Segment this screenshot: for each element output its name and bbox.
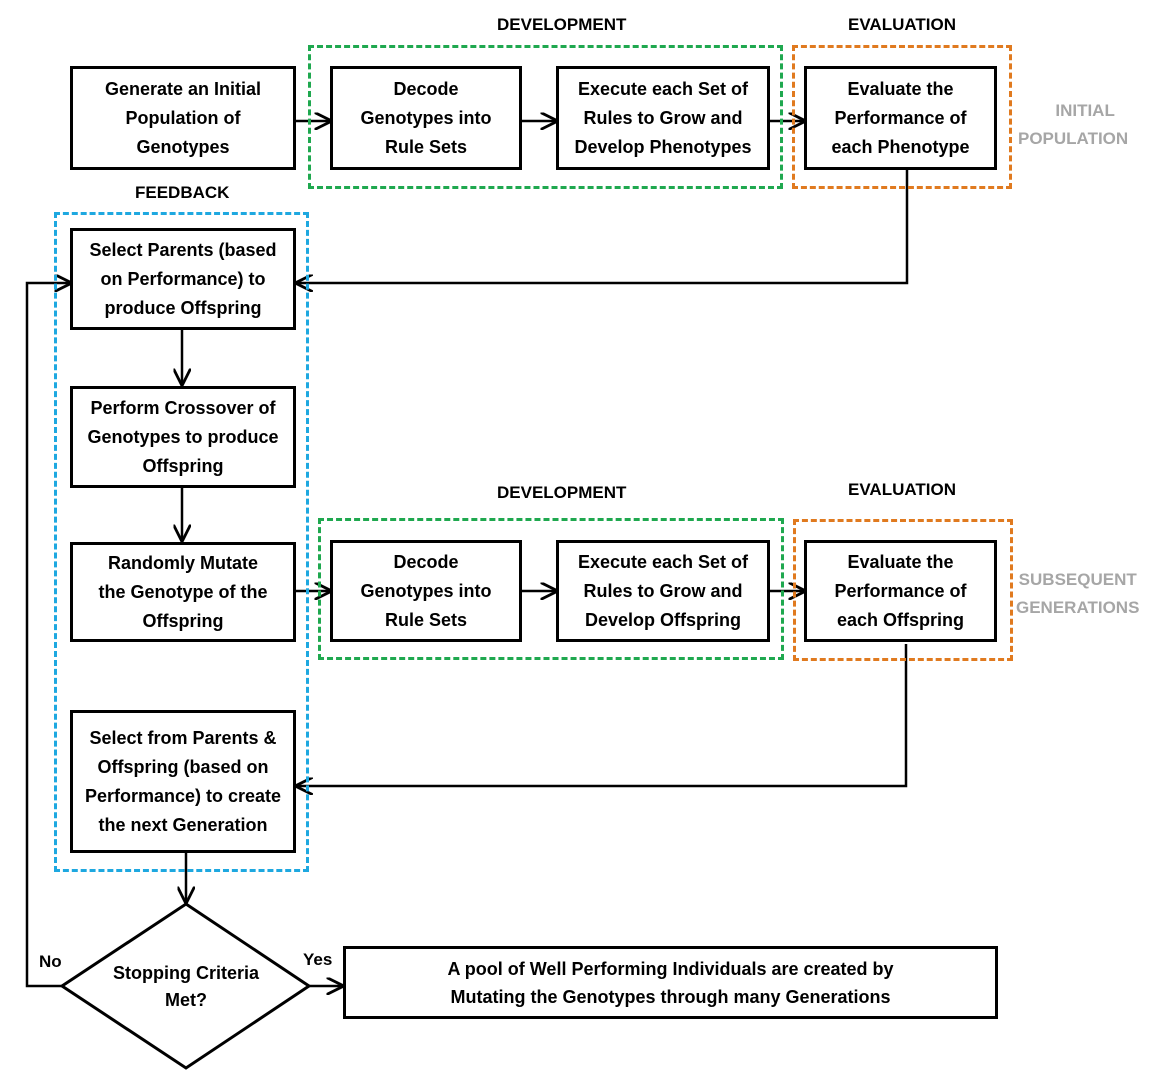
no-label: No <box>39 952 62 971</box>
evaluation-label-bottom: EVALUATION <box>848 480 956 499</box>
development-label-bottom: DEVELOPMENT <box>497 483 627 502</box>
arrow-evaluate-to-select-parents <box>297 170 909 283</box>
arrow-evaluate-to-select-next <box>297 644 908 786</box>
initial-population-label: INITIAL POPULATION <box>1018 101 1129 148</box>
evaluation-label-top: EVALUATION <box>848 15 956 34</box>
select-next-generation-box: Select from Parents &Offspring (based on… <box>70 710 296 853</box>
result-box: A pool of Well Performing Individuals ar… <box>343 946 998 1019</box>
subsequent-generations-label: SUBSEQUENT GENERATIONS <box>1016 570 1140 617</box>
decision-diamond <box>59 902 312 1070</box>
development-label-top: DEVELOPMENT <box>497 15 627 34</box>
feedback-frame <box>54 212 309 872</box>
development-frame-bottom <box>318 518 784 660</box>
yes-label: Yes <box>303 950 333 969</box>
evaluation-frame-bottom <box>793 519 1013 661</box>
evaluation-frame-top <box>792 45 1012 189</box>
feedback-label: FEEDBACK <box>135 183 230 202</box>
development-frame-top <box>308 45 783 189</box>
arrow-no-loop <box>25 283 70 988</box>
